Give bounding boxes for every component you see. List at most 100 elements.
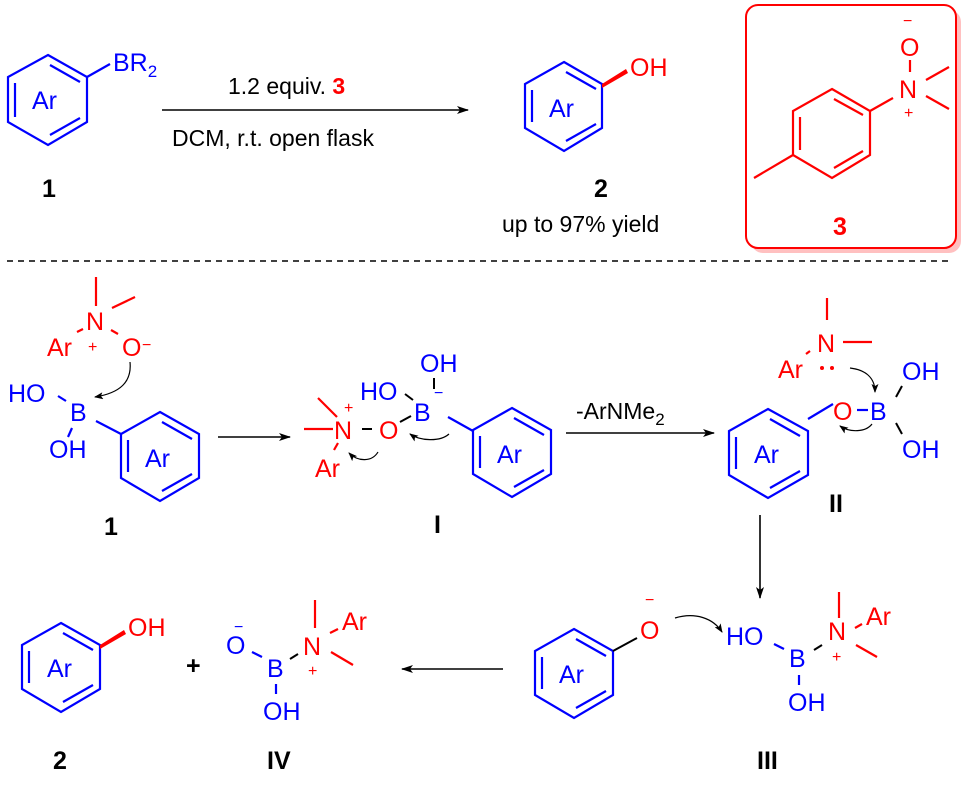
- condition-above: 1.2 equiv. 3: [228, 73, 345, 99]
- nitrogen-atom: N: [828, 618, 846, 646]
- lone-pair-icon: [830, 366, 834, 370]
- compound-label: I: [434, 511, 441, 539]
- double-bond: [62, 632, 94, 651]
- aryl-group: Ar: [315, 455, 340, 483]
- curly-arrow-icon: [839, 423, 873, 434]
- boron-atom: B: [267, 655, 284, 683]
- double-bond: [161, 421, 193, 440]
- intermediate-III: Ar O − HO B OH N + Ar III: [533, 592, 891, 775]
- oxygen-atom: O: [122, 334, 141, 362]
- oxygen-atom: O: [900, 34, 919, 62]
- b-n-bond: [289, 653, 299, 660]
- wedge-bond: [602, 69, 628, 88]
- b-c-bond: [447, 416, 474, 432]
- compound-2-top: Ar OH 2 up to 97% yield: [502, 54, 668, 237]
- boron-atom: B: [870, 398, 887, 426]
- lone-pair-icon: [820, 366, 824, 370]
- negative-charge: −: [234, 619, 243, 636]
- hydroxyl-group: OH: [788, 689, 826, 717]
- n-ar-bond: [329, 628, 339, 634]
- compound-label: IV: [267, 747, 291, 775]
- ring-label: Ar: [497, 441, 522, 469]
- nitrogen-atom: N: [334, 417, 352, 445]
- double-bond: [49, 64, 81, 83]
- ring-label: Ar: [559, 661, 584, 689]
- double-bond: [833, 150, 864, 169]
- double-bond: [513, 469, 545, 488]
- hydroxyl-group: OH: [420, 350, 458, 378]
- positive-charge: +: [832, 649, 841, 666]
- aryl-group: Ar: [342, 608, 367, 636]
- aryl-group: Ar: [47, 334, 72, 362]
- oxygen-atom: O: [226, 632, 245, 660]
- wedge-bond: [100, 630, 126, 649]
- double-bond: [49, 117, 81, 136]
- compound-label: 2: [594, 175, 608, 203]
- condition-below: DCM, r.t. open flask: [172, 125, 374, 151]
- curly-arrow-icon: [674, 615, 723, 633]
- reagent-3-box: O − N + 3: [745, 4, 961, 253]
- double-bond: [769, 470, 801, 489]
- curly-arrow-icon: [94, 361, 131, 400]
- compound-1-top: Ar BR2 1: [6, 49, 157, 203]
- double-bond: [575, 690, 607, 709]
- hydroxyl-group: HO: [8, 380, 46, 408]
- curly-arrow-icon: [409, 433, 450, 442]
- nitrogen-atom: N: [86, 308, 104, 336]
- positive-charge: +: [904, 105, 913, 122]
- n-methyl-bond: [317, 397, 338, 418]
- compound-label: II: [829, 490, 843, 518]
- benzene-ring-icon: [471, 406, 553, 499]
- methyl-bond: [753, 154, 794, 179]
- hydroxyl-group: HO: [360, 378, 398, 406]
- hydroxyl-group: OH: [902, 436, 940, 464]
- benzene-ring-icon: [727, 407, 810, 500]
- yield-text: up to 97% yield: [502, 211, 659, 237]
- n-methyl-bond: [330, 651, 354, 666]
- boron-atom: B: [789, 645, 806, 673]
- curly-arrow-icon: [348, 451, 379, 462]
- b-o-bond: [895, 422, 903, 435]
- byproduct-label: -ArNMe2: [576, 398, 665, 429]
- hydroxyl-group: OH: [49, 436, 87, 464]
- ring-label: Ar: [32, 87, 57, 115]
- hydroxyl-group: OH: [902, 358, 940, 386]
- o-b-bond: [773, 643, 785, 650]
- double-bond: [161, 473, 193, 492]
- double-bond: [62, 684, 94, 703]
- negative-charge: −: [903, 13, 912, 30]
- o-b-bond: [399, 415, 412, 423]
- compound-label: III: [757, 747, 778, 775]
- mechanism-compound-1: N Ar + O − HO B OH Ar 1: [8, 277, 201, 541]
- final-products: Ar OH 2 + O − B OH N + Ar IV: [20, 600, 367, 775]
- plus-sign: +: [186, 652, 201, 680]
- ar-n-bond: [805, 350, 811, 355]
- arrow-I-to-II: -ArNMe2: [566, 398, 715, 437]
- hydroxyl-group: HO: [726, 623, 764, 651]
- double-bond: [769, 418, 801, 437]
- b-n-bond: [813, 644, 823, 651]
- nitrogen-atom: N: [303, 633, 321, 661]
- b-o-bond: [66, 427, 74, 438]
- compound-label: 1: [42, 175, 56, 203]
- compound-label: 2: [53, 747, 67, 775]
- boron-atom: B: [70, 399, 87, 427]
- n-o-bond: [110, 329, 119, 335]
- benzene-ring-icon: [119, 410, 201, 503]
- box-border: [745, 4, 957, 249]
- n-methyl-bond: [925, 66, 950, 81]
- intermediate-II: N Ar O B OH OH Ar II: [727, 298, 940, 518]
- curly-arrow-icon: [849, 367, 879, 393]
- nitrogen-atom: N: [817, 330, 835, 358]
- positive-charge: +: [308, 663, 317, 680]
- ring-label: Ar: [754, 441, 779, 469]
- ring-label: Ar: [145, 445, 170, 473]
- nitrogen-atom: N: [899, 76, 917, 104]
- aryl-group: Ar: [778, 356, 803, 384]
- c-o-bond: [612, 637, 638, 652]
- double-bond: [565, 123, 597, 142]
- c-o-bond: [807, 403, 834, 420]
- hydroxyl-group: OH: [263, 698, 301, 726]
- double-bond: [513, 417, 545, 436]
